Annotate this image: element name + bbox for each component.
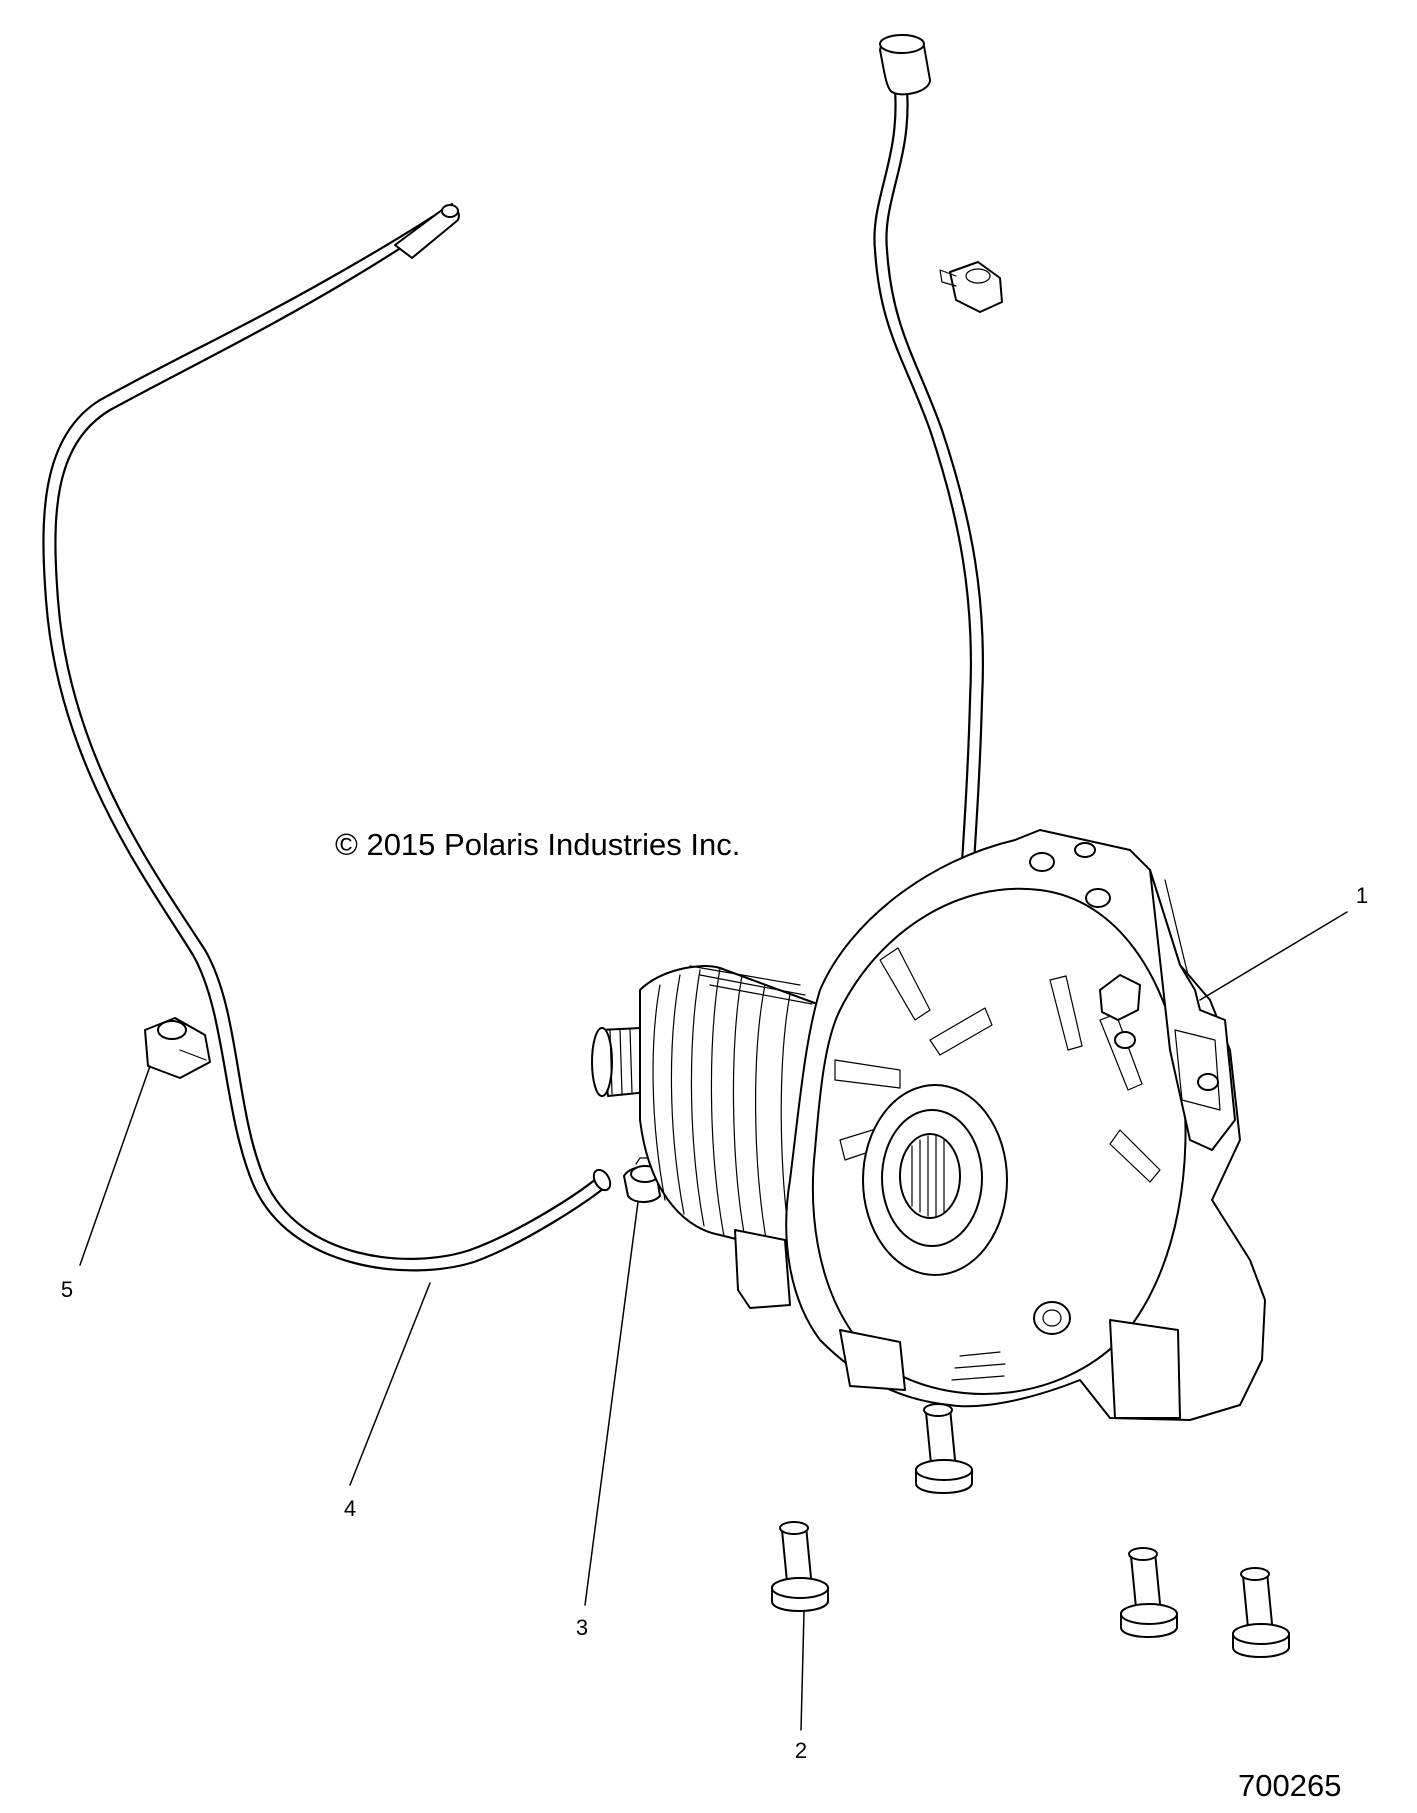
leader-lines [79,911,1348,1731]
callout-3: 3 [576,1615,588,1640]
figure-number: 700265 [1238,1768,1341,1803]
callout-2: 2 [795,1738,807,1763]
wire-harness [873,34,985,927]
leader-4 [349,1282,431,1486]
callout-4: 4 [344,1496,356,1521]
mounting-bolt-1 [915,1403,973,1494]
copyright-notice: © 2015 Polaris Industries Inc. [335,827,740,862]
front-gearcase [591,829,1266,1421]
mounting-bolt-3 [1120,1547,1178,1638]
hose-clip [144,1017,211,1079]
callout-1: 1 [1356,883,1368,908]
mounting-bolt-2 [771,1521,829,1612]
leader-2 [800,1611,805,1731]
retainer-clip [939,261,1003,313]
leader-5 [79,1065,151,1266]
vent-hose-left [42,202,612,1272]
leader-3 [584,1201,639,1606]
mounting-bolt-4 [1232,1567,1290,1658]
leader-1 [1199,911,1348,1001]
callout-5: 5 [61,1277,73,1302]
hose-clamp [623,1157,661,1203]
